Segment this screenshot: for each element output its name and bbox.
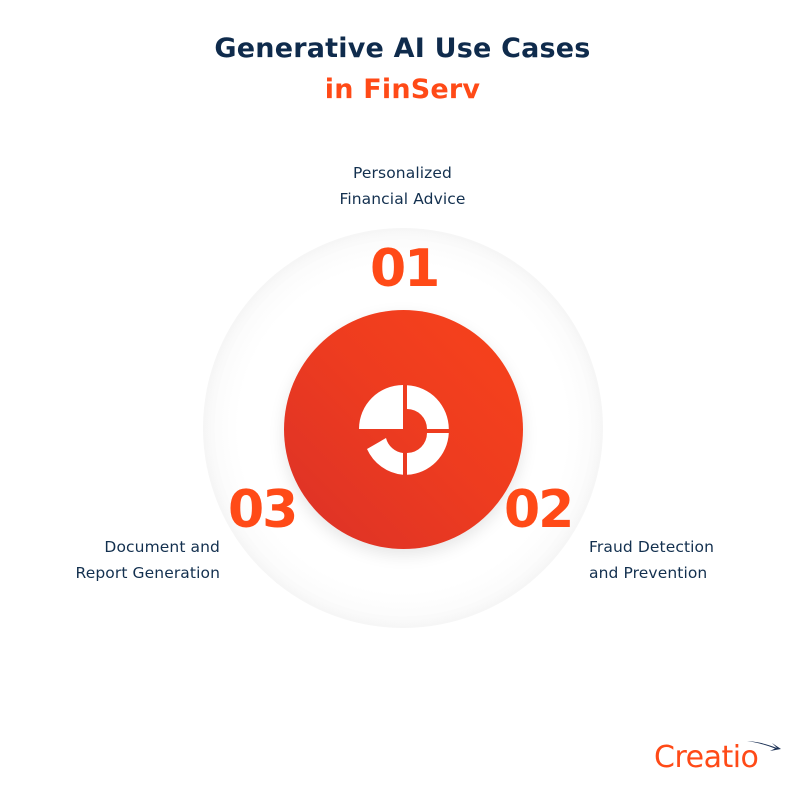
item-label-line1: Personalized (353, 164, 452, 182)
title-line2: in FinServ (324, 74, 481, 105)
pie-chart-icon (359, 385, 449, 475)
creatio-logo: Creatio (654, 738, 784, 778)
title-line1: Generative AI Use Cases (214, 33, 591, 64)
item-label-line2: Report Generation (75, 564, 220, 582)
item-number-01: 01 (370, 239, 440, 299)
item-label-document-generation: Document and Report Generation (20, 534, 220, 586)
item-label-line2: Financial Advice (339, 190, 466, 208)
item-label-line1: Fraud Detection (589, 538, 715, 556)
item-label-line1: Document and (104, 538, 220, 556)
logo-text: Creatio (654, 740, 759, 775)
item-number-02: 02 (504, 480, 574, 540)
center-circle (284, 310, 523, 549)
swoosh-icon (747, 741, 781, 751)
item-number-03: 03 (228, 480, 298, 540)
item-label-line2: and Prevention (589, 564, 708, 582)
item-label-personalized-financial-advice: Personalized Financial Advice (250, 160, 555, 212)
item-label-fraud-detection: Fraud Detection and Prevention (589, 534, 789, 586)
